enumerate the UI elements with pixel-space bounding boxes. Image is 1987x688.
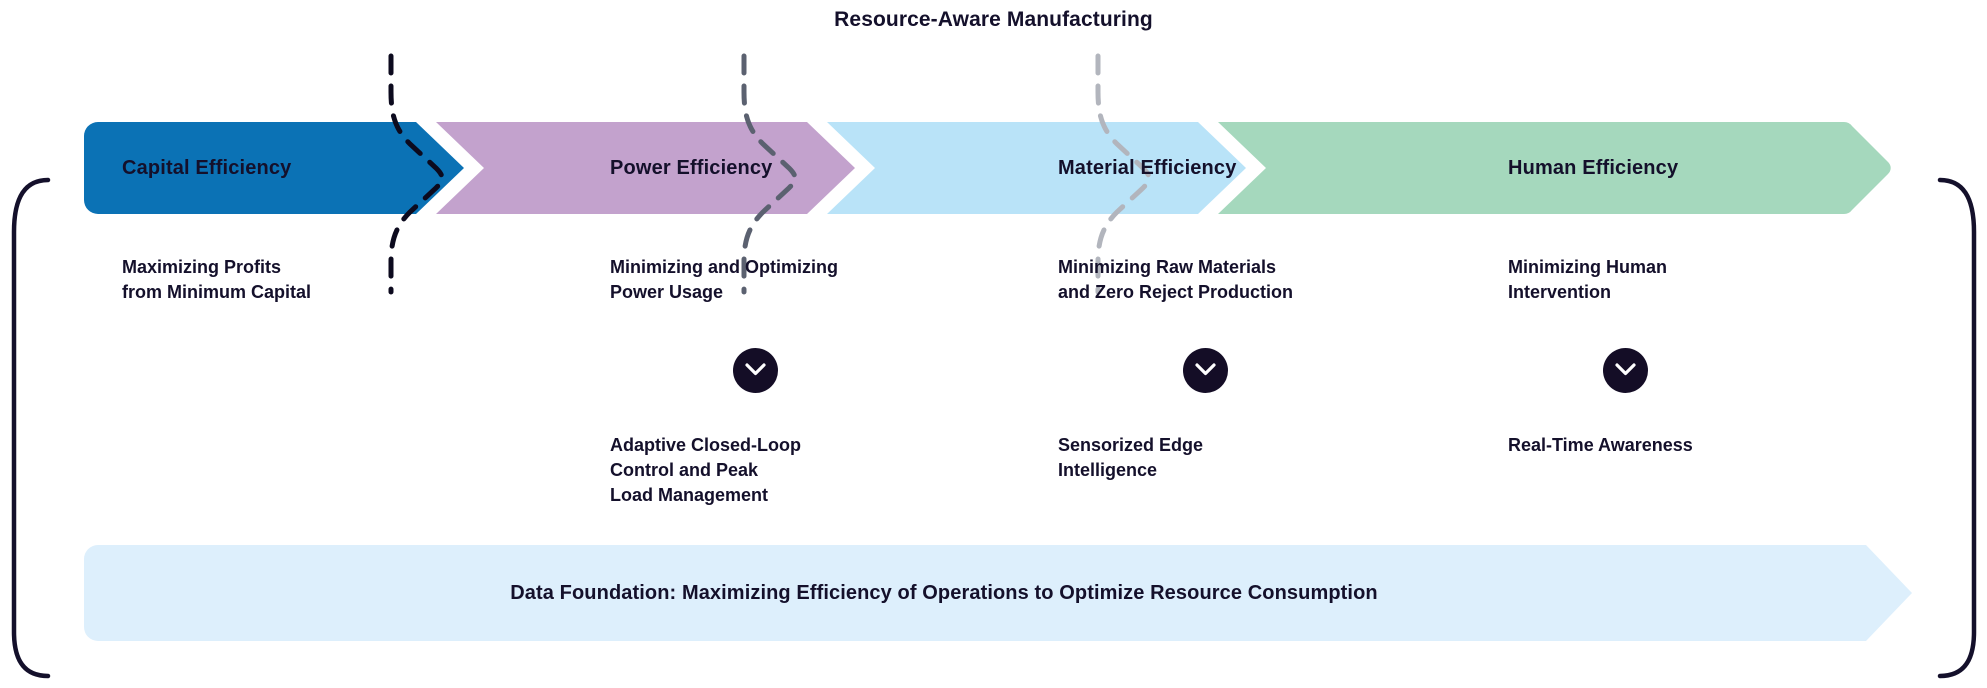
right-bracket	[1937, 177, 1977, 679]
stage-description-material: Minimizing Raw Materials and Zero Reject…	[1058, 257, 1294, 302]
foundation-label: Data Foundation: Maximizing Efficiency o…	[510, 582, 1378, 604]
stage-subdescription-power: Adaptive Closed-Loop Control and Peak Lo…	[610, 435, 802, 505]
chevron-power[interactable]	[436, 122, 855, 214]
page-title: Resource-Aware Manufacturing	[834, 8, 1153, 31]
divider-3	[1095, 53, 1152, 295]
left-bracket	[11, 177, 51, 679]
stage-label-power: Power Efficiency	[610, 157, 773, 179]
stage-description-human: Minimizing Human Intervention	[1508, 257, 1667, 302]
chevron-capital[interactable]	[84, 122, 464, 214]
foundation-shape	[84, 545, 1912, 641]
stage-subdescription-human: Real-Time Awareness	[1508, 435, 1693, 455]
stage-description-capital: Maximizing Profits from Minimum Capital	[122, 257, 312, 302]
expand-button-human[interactable]	[1603, 348, 1648, 393]
stage-description-power: Minimizing and Optimizing Power Usage	[610, 257, 838, 302]
stage-chevron-band	[84, 53, 1904, 295]
stage-label-material: Material Efficiency	[1058, 157, 1237, 179]
divider-2	[741, 53, 798, 295]
foundation-banner	[84, 545, 1916, 641]
expand-button-power[interactable]	[733, 348, 778, 393]
stage-label-capital: Capital Efficiency	[122, 157, 292, 179]
expand-button-material[interactable]	[1183, 348, 1228, 393]
chevron-human[interactable]	[1218, 122, 1891, 214]
stage-subdescription-material: Sensorized Edge Intelligence	[1058, 435, 1204, 480]
divider-1	[388, 53, 445, 295]
stage-label-human: Human Efficiency	[1508, 157, 1679, 179]
